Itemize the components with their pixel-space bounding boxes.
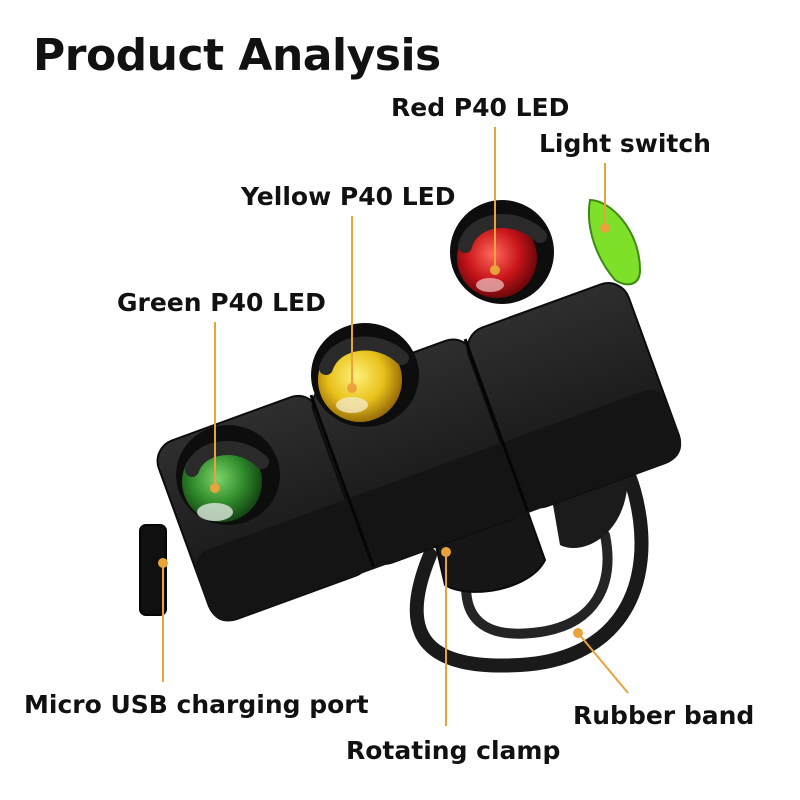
rubber-band-label: Rubber band bbox=[573, 701, 755, 730]
usb-port-cover bbox=[139, 524, 167, 616]
rotating-clamp-label: Rotating clamp bbox=[346, 736, 561, 765]
rubber-band-inner bbox=[461, 530, 613, 639]
red-led-label: Red P40 LED bbox=[391, 93, 570, 122]
page-title: Product Analysis bbox=[33, 30, 441, 81]
light-switch-button bbox=[588, 198, 642, 286]
green-led-assembly bbox=[176, 425, 280, 525]
usb-port-label: Micro USB charging port bbox=[24, 690, 369, 719]
yellow-led-label: Yellow P40 LED bbox=[241, 182, 456, 211]
red-led-assembly bbox=[450, 200, 554, 304]
light-switch-label: Light switch bbox=[539, 129, 711, 158]
green-led-label: Green P40 LED bbox=[117, 288, 326, 317]
yellow-led-assembly bbox=[311, 323, 419, 427]
leader-lines bbox=[158, 127, 629, 726]
